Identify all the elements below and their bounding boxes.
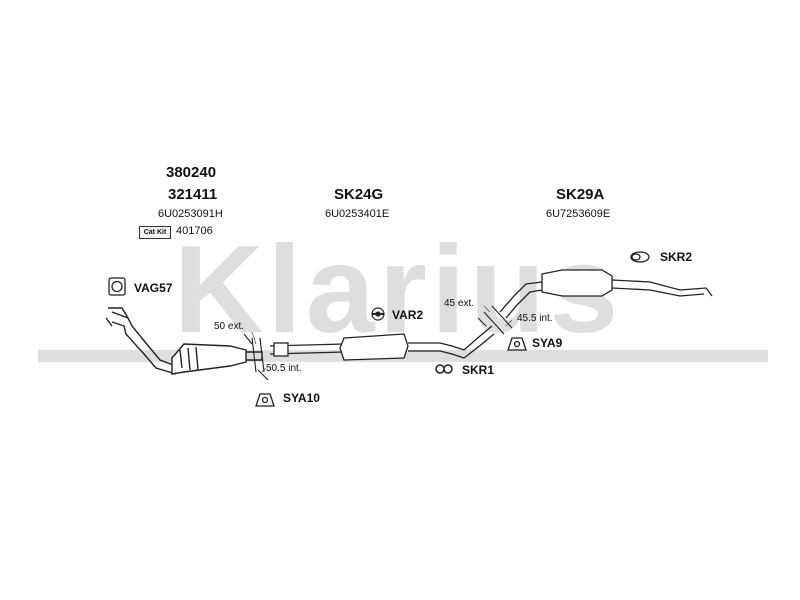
catkit-code: 401706	[176, 225, 213, 237]
front-joint-marks	[243, 333, 269, 381]
middle-section-code: SK24G	[334, 186, 384, 203]
part-label-vag57[interactable]: VAG57	[134, 281, 173, 295]
dimension-ext-front: 50 ext.	[214, 321, 245, 332]
middle-section[interactable]	[269, 325, 495, 361]
rear-section-code: SK29A	[556, 186, 605, 203]
rubber-hanger-icon[interactable]	[630, 251, 650, 263]
rear-joint-marks	[477, 305, 513, 335]
bolt-pair-icon[interactable]	[435, 364, 453, 374]
front-pipe-catalyst[interactable]	[105, 307, 263, 375]
catkit-badge: Cat Kit	[139, 226, 171, 239]
dimension-int-front: 50.5 int.	[266, 363, 302, 374]
mounting-rubber-icon[interactable]	[507, 337, 527, 351]
dimension-ext-rear: 45 ext.	[444, 298, 475, 309]
rear-section-ref: 6U7253609E	[546, 208, 611, 220]
part-label-skr2[interactable]: SKR2	[660, 250, 693, 264]
gasket-ring-icon[interactable]	[108, 277, 126, 296]
catalyst-number-1: 380240	[166, 164, 217, 181]
part-label-sya10[interactable]: SYA10	[283, 391, 320, 405]
part-label-var2[interactable]: VAR2	[392, 308, 424, 322]
catalyst-number-2: 321411	[168, 186, 218, 203]
clamp-icon[interactable]	[371, 307, 385, 321]
middle-section-ref: 6U0253401E	[325, 208, 390, 220]
dimension-int-rear: 45.5 int.	[517, 313, 553, 324]
dimension-leaders	[251, 305, 513, 373]
rear-section[interactable]	[499, 269, 713, 319]
bracket-icon[interactable]	[255, 393, 275, 407]
part-label-sya9[interactable]: SYA9	[532, 336, 563, 350]
part-label-skr1[interactable]: SKR1	[462, 363, 495, 377]
catalyst-ref: 6U0253091H	[158, 208, 223, 220]
